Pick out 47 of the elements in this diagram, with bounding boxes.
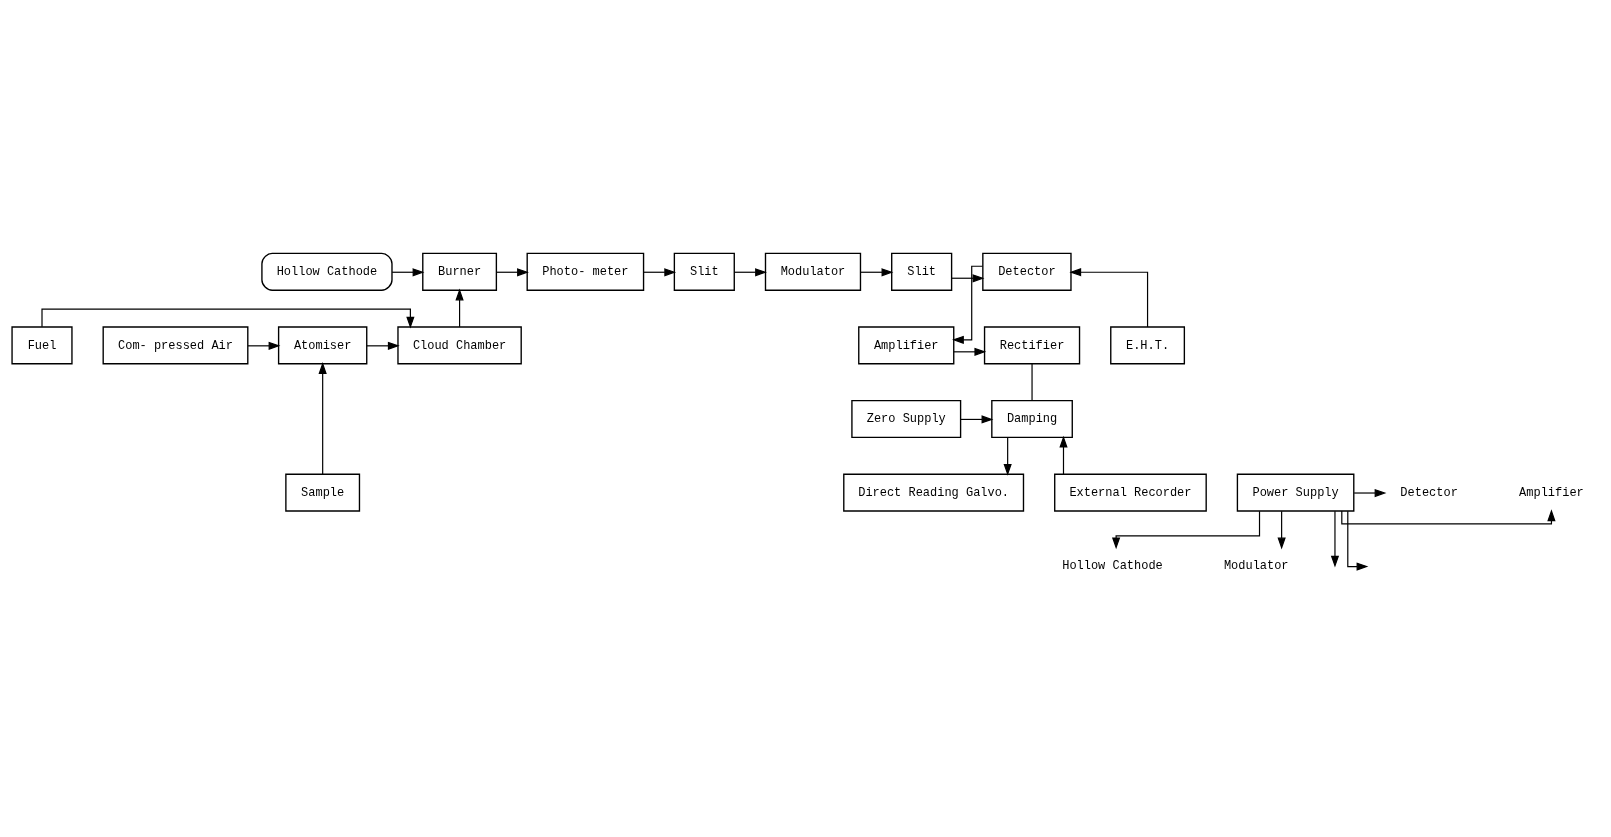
node-box: E.H.T. [1110, 325, 1186, 364]
arrow [247, 341, 281, 350]
node-box: External Recorder [1054, 473, 1207, 512]
node-box: Hollow Cathode [261, 252, 393, 291]
arrow [1059, 435, 1068, 475]
arrow [951, 273, 985, 282]
arrow [366, 341, 400, 350]
arrow [952, 265, 984, 344]
arrow [318, 361, 327, 475]
node-box: Rectifier [983, 325, 1081, 364]
node-box: Fuel [11, 325, 73, 364]
node-box: Photo- meter [526, 252, 645, 291]
node-box: Direct Reading Galvo. [843, 473, 1025, 512]
arrow [1111, 510, 1261, 549]
arrow [960, 414, 994, 424]
node-box: Modulator [764, 252, 862, 291]
node-box: Com- pressed Air [102, 325, 249, 364]
node-box: Cloud Chamber [397, 325, 522, 364]
node-box: Damping [991, 399, 1073, 438]
node-box: Atomiser [277, 325, 368, 364]
arrow [496, 267, 529, 276]
arrow [643, 267, 677, 276]
arrow [1341, 508, 1556, 524]
connector [1031, 362, 1033, 401]
node-box: Amplifier [858, 325, 955, 364]
node-box: Slit [891, 252, 953, 291]
arrow [1003, 436, 1012, 476]
arrow [391, 267, 425, 276]
node-text: Modulator [1223, 558, 1289, 573]
node-text: Hollow Cathode [1062, 558, 1163, 573]
arrow [1353, 488, 1387, 497]
node-box: Slit [673, 252, 735, 291]
node-box: Burner [422, 252, 498, 291]
arrow [1069, 267, 1149, 328]
arrow [1330, 510, 1340, 568]
arrow [860, 267, 894, 276]
node-box: Power Supply [1236, 473, 1355, 512]
arrow [1277, 510, 1286, 549]
arrow [733, 267, 767, 276]
node-text: Detector [1400, 485, 1458, 500]
node-box: Detector [982, 252, 1072, 291]
node-text: Amplifier [1519, 485, 1584, 500]
arrow [953, 347, 987, 356]
node-box: Sample [285, 473, 361, 512]
arrow [1347, 510, 1369, 571]
arrow [455, 288, 464, 327]
node-box: Zero Supply [851, 399, 962, 438]
